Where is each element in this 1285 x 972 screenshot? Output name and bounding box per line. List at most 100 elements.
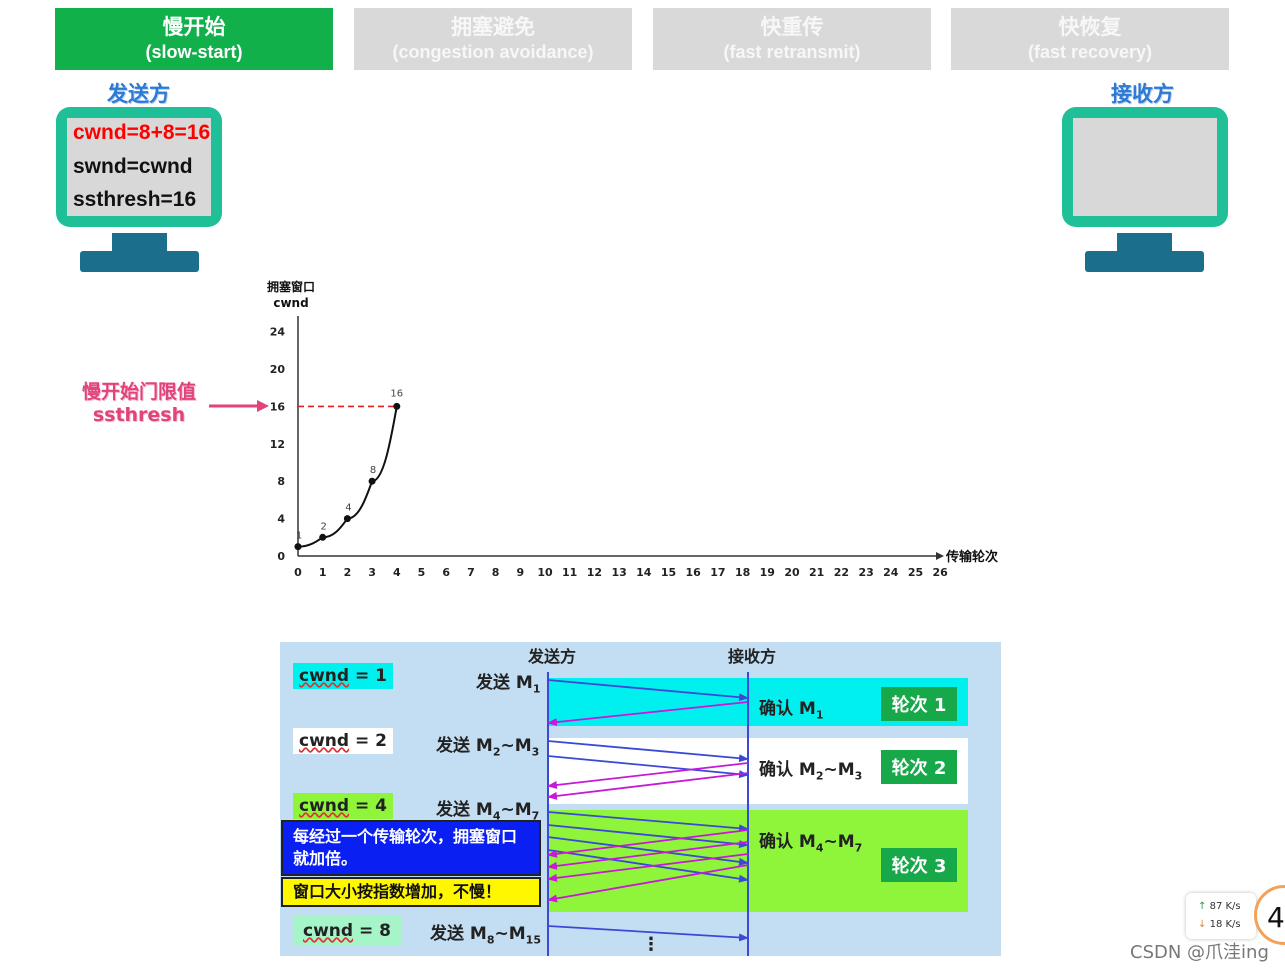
note-doubling: 每经过一个传输轮次，拥塞窗口就加倍。 [281,820,541,876]
send-sub2: 7 [531,809,540,823]
sender-ssthresh-line: ssthresh=16 [73,188,197,211]
tab-fast-recovery[interactable]: 快恢复 (fast recovery) [951,8,1229,70]
y-tick-label: 4 [277,513,285,526]
receiver-title: 接收方 [1111,82,1174,106]
round-badge-1: 轮次 1 [881,687,957,721]
cwnd-data-point [343,515,351,523]
ack-sub: 1 [815,708,824,722]
x-tick-label: 14 [636,566,652,579]
ack-arrow [547,772,749,800]
tab-congestion-avoidance[interactable]: 拥塞避免 (congestion avoidance) [354,8,632,70]
segment-arrow [547,824,749,849]
upload-speed: ↑ 87 K/s [1198,901,1241,912]
send-sub: 2 [492,745,501,759]
tab-title-en: (congestion avoidance) [392,42,594,62]
receiver-monitor [1062,107,1228,227]
send-label-4: 发送 M8~M15 [430,924,541,947]
sender-cwnd-line: cwnd=8+8=16 [73,121,211,144]
x-tick-label: 17 [710,566,725,579]
ack-label-1: 确认 M1 [759,694,824,721]
ssthresh-label-zh: 慢开始门限值 [81,381,196,403]
x-tick-label: 25 [908,566,923,579]
download-speed: ↓ 18 K/s [1198,919,1241,930]
segment-arrow [547,836,749,866]
cwnd-box-1: cwnd = 1 [293,663,393,689]
x-tick-label: 10 [537,566,553,579]
x-tick-label: 26 [933,566,949,579]
tab-title-zh: 快重传 [760,16,824,39]
send-sub: 8 [486,933,495,947]
cwnd-label: cwnd [303,921,354,941]
x-tick-label: 21 [809,566,824,579]
ack-label-3: 确认 M4~M7 [759,832,863,855]
sender-swnd-line: swnd=cwnd [73,155,193,178]
tab-slow-start[interactable]: 慢开始 (slow-start) [55,8,333,70]
x-axis-arrow-icon [936,552,944,560]
tab-fast-retransmit[interactable]: 快重传 (fast retransmit) [653,8,931,70]
cwnd-label: cwnd [299,731,350,751]
ack-arrow [547,853,749,882]
segment-arrow [547,811,749,833]
ack-text: 确认 M [759,699,816,719]
x-tick-label: 1 [319,566,327,579]
ack-arrow [547,762,749,789]
ellipsis-icon: ⋮ [642,934,660,955]
cwnd-data-label: 8 [370,465,376,476]
tab-title-zh: 拥塞避免 [451,16,535,39]
ack-arrow [547,864,749,903]
receiver-stand-neck [1117,233,1172,253]
ack-sub2: 7 [854,841,863,855]
cwnd-value: = 8 [358,921,391,941]
cwnd-data-label: 16 [390,388,403,399]
x-axis-title: 传输轮次 [945,549,998,565]
ssthresh-label-en: ssthresh [92,404,186,426]
send-sub: 4 [492,809,501,823]
send-text: 发送 M [436,800,493,820]
x-tick-label: 18 [735,566,750,579]
ack-text: 确认 M [759,832,816,852]
cwnd-data-point [368,477,376,485]
cwnd-value: = 4 [354,796,387,816]
ssthresh-label: 慢开始门限值 ssthresh [76,377,202,426]
sender-title: 发送方 [107,82,170,106]
segment-arrow [547,755,749,779]
send-text: 发送 M [476,673,533,693]
cwnd-value: = 2 [354,731,387,751]
cwnd-box-4: cwnd = 8 [293,916,401,946]
send-sub2: 15 [525,933,541,947]
tab-title-en: (fast recovery) [1027,42,1153,62]
send-text: 发送 M [436,736,493,756]
x-tick-label: 12 [587,566,602,579]
round-badge-3: 轮次 3 [881,848,957,882]
float-badge[interactable]: 48 [1254,885,1285,945]
x-tick-label: 19 [760,566,775,579]
send-label-1: 发送 M1 [476,668,541,695]
receiver-screen [1073,118,1217,216]
send-label-3: 发送 M4~M7 [436,800,540,823]
send-sub: 1 [532,682,541,696]
x-tick-label: 2 [344,566,352,579]
y-tick-label: 8 [277,475,285,488]
round-badge-2: 轮次 2 [881,750,957,784]
x-tick-label: 20 [784,566,800,579]
note-exponential: 窗口大小按指数增加，不慢！ [281,877,541,907]
send-sub2: 3 [531,745,540,759]
segment-arrow [547,740,749,763]
tab-title-zh: 慢开始 [162,16,226,39]
watermark: CSDN @爪洼ing [1130,942,1269,963]
x-tick-label: 4 [393,566,401,579]
y-axis-title-en: cwnd [273,296,308,310]
segment-arrow [547,679,749,702]
x-tick-label: 22 [834,566,849,579]
cwnd-data-point [319,533,327,541]
x-tick-label: 3 [368,566,376,579]
net-speed-widget: ↑ 87 K/s ↓ 18 K/s [1186,893,1256,939]
ack-sub2: 3 [854,769,863,783]
x-tick-label: 8 [492,566,500,579]
x-tick-label: 24 [883,566,899,579]
y-tick-label: 20 [270,363,286,376]
ack-sub: 4 [815,841,824,855]
cwnd-data-label: 1 [296,531,302,542]
send-text: 发送 M [430,924,487,944]
